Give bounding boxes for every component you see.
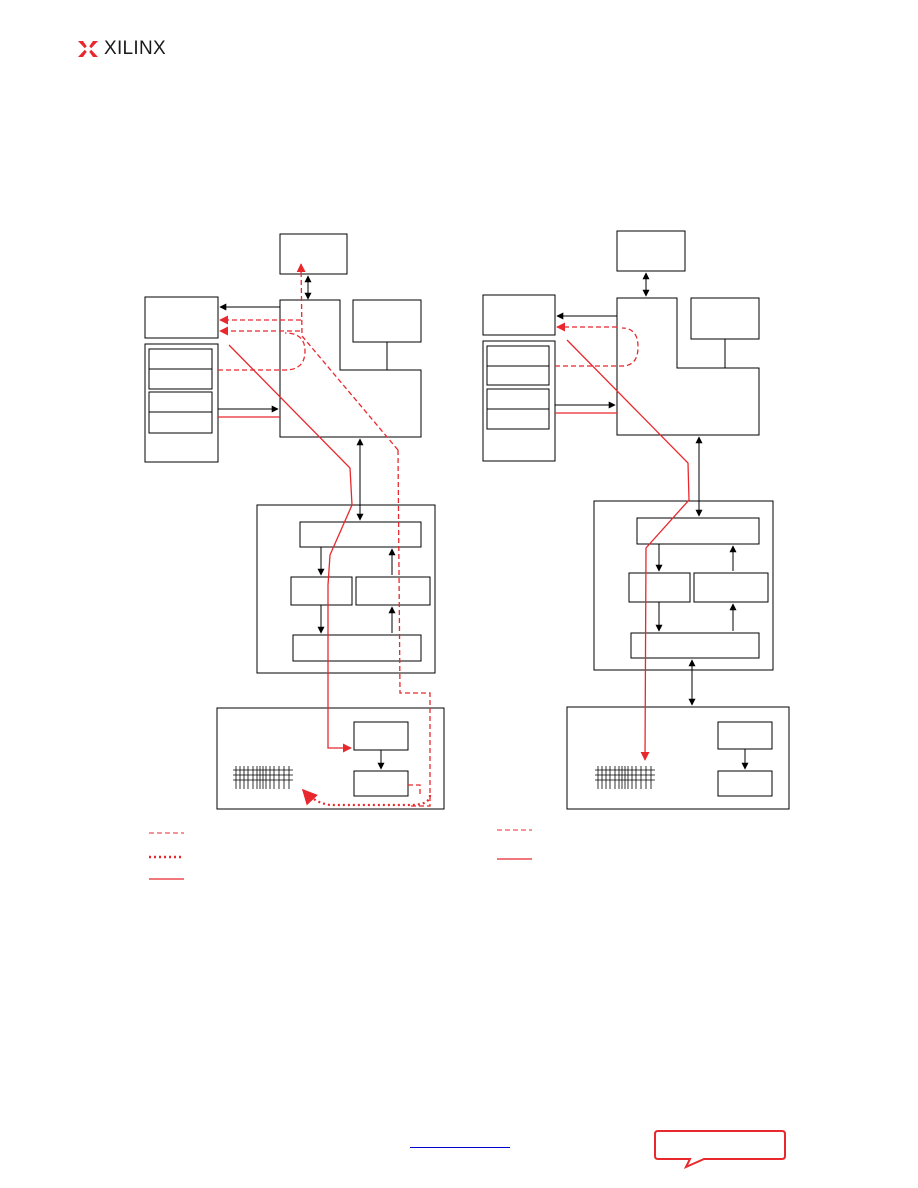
left-mid-container xyxy=(256,504,436,674)
left-legend xyxy=(149,832,184,880)
left-mid-right-box xyxy=(355,576,431,606)
right-top-box xyxy=(616,230,686,272)
feedback-button[interactable] xyxy=(652,1130,792,1170)
right-bottom-lower-box xyxy=(717,770,773,797)
right-bottom-upper-box xyxy=(717,721,773,750)
right-mid-container xyxy=(593,500,774,671)
left-stack-slot-2 xyxy=(148,368,213,390)
left-red-paths xyxy=(218,263,432,807)
right-diagram xyxy=(482,230,790,810)
left-stack xyxy=(144,343,219,463)
right-stack-slot-4 xyxy=(486,408,550,430)
right-legend xyxy=(497,829,532,860)
left-mid-left-box xyxy=(290,576,353,606)
logo-wordmark: XILINX xyxy=(104,38,166,59)
left-dotted-path xyxy=(301,788,432,807)
left-solid-path xyxy=(228,344,353,753)
right-red-paths xyxy=(555,322,690,761)
left-mid-top-box xyxy=(299,521,422,548)
left-bottom-container xyxy=(216,707,445,810)
speech-bubble-icon xyxy=(654,1130,786,1170)
right-solid-path xyxy=(566,339,690,761)
left-mid-bottom-box xyxy=(292,634,422,662)
left-diagram xyxy=(144,233,445,810)
right-mid-left-box xyxy=(628,572,691,603)
left-stack-slot-1 xyxy=(148,348,213,370)
left-eye-pattern xyxy=(233,766,293,789)
right-core-side-box xyxy=(690,297,760,340)
right-mid-top-box xyxy=(636,517,760,545)
right-mid-right-box xyxy=(693,572,769,603)
right-stack-slot-3 xyxy=(486,388,550,410)
footer-link[interactable] xyxy=(410,1135,510,1148)
right-mid-bottom-box xyxy=(630,632,760,659)
left-stack-slot-4 xyxy=(148,411,213,434)
right-stack-slot-1 xyxy=(486,345,550,367)
left-bottom-upper-box xyxy=(353,721,409,751)
right-eye-pattern xyxy=(595,766,655,789)
left-core xyxy=(279,299,422,438)
right-stack-slot-2 xyxy=(486,365,550,386)
left-dashed-path xyxy=(397,449,431,807)
xilinx-logo: XILINX xyxy=(78,38,166,60)
left-top-box xyxy=(279,233,348,275)
right-core xyxy=(616,297,760,436)
right-bottom-container xyxy=(566,706,790,810)
left-stack-slot-3 xyxy=(148,391,213,413)
xilinx-x-icon xyxy=(78,41,98,57)
left-bottom-lower-box xyxy=(353,770,409,797)
right-stack xyxy=(482,340,556,462)
left-core-side-box xyxy=(352,299,422,343)
right-side-box xyxy=(482,294,556,336)
left-side-box xyxy=(144,296,219,339)
